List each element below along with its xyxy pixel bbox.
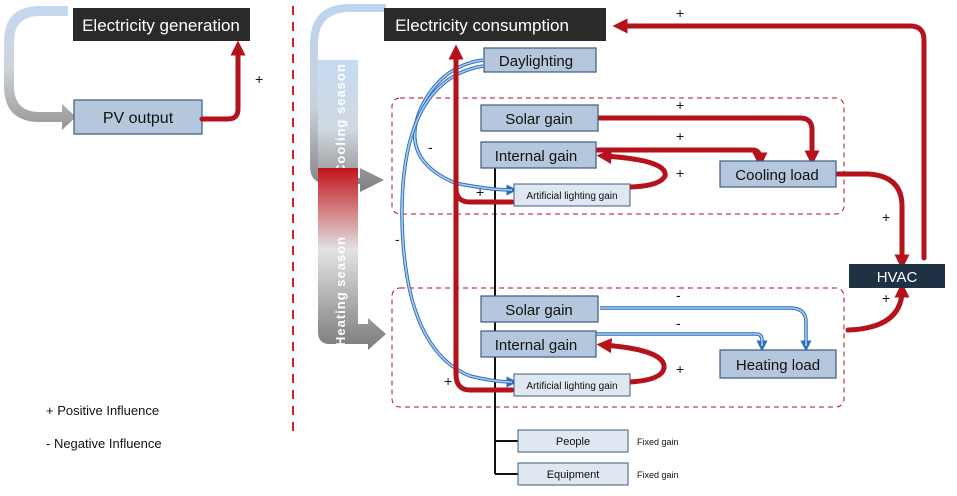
heat-artificial-lighting-box [513,373,631,397]
heating-season-arrow: Heating season [318,168,386,350]
cooling-load-label: Cooling load [735,167,818,184]
heat-internal-gain-box [480,330,597,358]
positive-arrows [448,18,927,393]
daylighting-box [483,47,597,73]
cool-artificial-lighting-box [513,183,631,207]
heat-artificial-lighting-label: Artificial lighting gain [526,381,617,392]
cooling-season-arrow: Cooling season [310,4,386,192]
sign-cool-internal: + [676,128,684,144]
sign-heat-loop: + [676,361,684,377]
sign-heat-art: + [444,373,452,389]
cool-solar-to-cooling-arrow [595,115,820,166]
heat-artificial-to-consumption-arrow [453,49,515,393]
cooling-load-box [719,160,837,188]
cooling-group-frame [391,97,845,215]
heat-solar-to-heating-arrow [600,306,812,352]
cool-internal-gain-label: Internal gain [495,148,578,165]
cooling-to-hvac-arrow [833,171,910,270]
cool-artificial-lighting-label: Artificial lighting gain [526,191,617,202]
sign-cool-solar: + [676,97,684,113]
left-panel: Electricity generation PV output + [4,6,263,135]
pv-output-label: PV output [103,110,174,127]
heating-to-hvac-arrow [845,282,910,333]
cool-solar-gain-box [480,104,599,132]
legend-positive: + Positive Influence [46,403,159,418]
influence-signs: + + + + + - - + + - - + + [395,5,890,389]
heating-load-label: Heating load [736,357,820,374]
sign-heat-solar: - [676,287,681,303]
sign-long-minus: - [395,231,400,247]
equipment-box [517,462,629,486]
equipment-fixed-gain: Fixed gain [637,470,679,480]
sign-cool-loop: + [676,165,684,181]
cool-artificial-to-internal-arrow [596,148,668,190]
sign-heat-internal: - [676,315,681,331]
people-label: People [556,436,590,448]
heat-artificial-to-internal-arrow [596,338,667,385]
hvac-label: HVAC [877,269,918,286]
pv-output-box [73,99,203,135]
cool-solar-gain-label: Solar gain [505,111,573,128]
heat-solar-gain-box [480,295,599,323]
heating-load-box [719,349,837,379]
sign-heatload-hvac: + [882,290,890,306]
generation-cycle-arrow [4,6,76,130]
heat-internal-gain-label: Internal gain [495,337,578,354]
sign-cool-art: + [476,184,484,200]
equipment-label: Equipment [547,469,600,481]
heating-group-frame [391,287,845,408]
electricity-consumption-box [384,8,606,41]
daylighting-label: Daylighting [499,53,573,70]
heat-internal-to-heating-arrow [596,332,768,352]
pv-plus-sign: + [255,71,263,87]
electricity-consumption-label: Electricity consumption [395,16,569,35]
negative-arrows [400,58,812,388]
electricity-generation-label: Electricity generation [82,16,240,35]
cool-internal-gain-box [480,141,597,169]
people-box [517,429,629,453]
sign-cool-minus: - [428,139,433,155]
cooling-season-label: Cooling season [333,63,348,174]
pv-to-generation-arrow [199,40,246,122]
hvac-box [849,264,945,288]
cool-internal-to-cooling-arrow [593,147,768,168]
heating-season-label: Heating season [333,236,348,346]
people-fixed-gain: Fixed gain [637,437,679,447]
electricity-generation-box [73,8,250,41]
sign-coolload-hvac: + [882,209,890,225]
sign-top-plus: + [676,5,684,21]
hvac-to-consumption-arrow [612,18,927,261]
heat-solar-gain-label: Solar gain [505,302,573,319]
legend-negative: - Negative Influence [46,436,162,451]
